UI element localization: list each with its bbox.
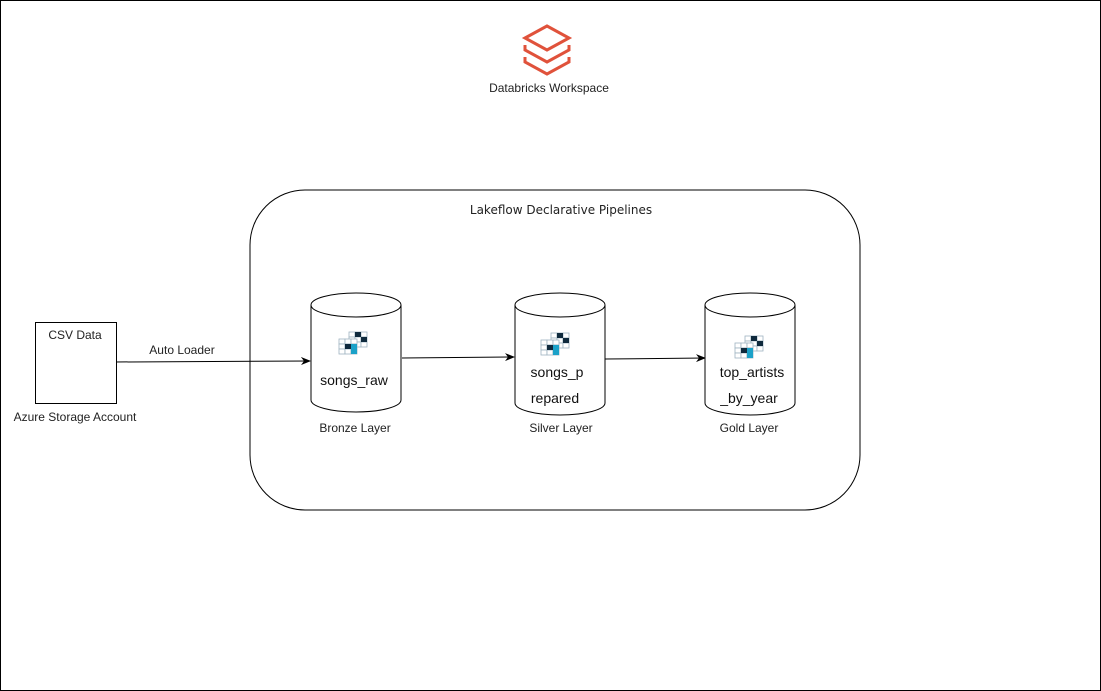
table-name-gold-line2: _by_year — [720, 390, 778, 406]
workspace-label: Databricks Workspace — [489, 81, 609, 95]
edge-auto-loader — [114, 357, 311, 366]
source-node[interactable] — [35, 322, 117, 404]
cylinder-gold[interactable] — [704, 292, 796, 416]
layer-caption-gold: Gold Layer — [719, 421, 779, 435]
table-name-gold-line1: top_artists — [719, 364, 785, 380]
edge-silver-to-gold — [604, 354, 706, 363]
layer-caption-bronze: Bronze Layer — [319, 421, 391, 435]
cylinder-silver[interactable] — [514, 292, 606, 416]
table-name-bronze: songs_raw — [320, 372, 388, 388]
table-name-silver-line1: songs_p — [530, 364, 584, 380]
source-caption: Azure Storage Account — [13, 410, 137, 424]
pipeline-group-container — [249, 189, 861, 511]
table-name-silver-line2: repared — [530, 390, 580, 406]
cylinder-bronze[interactable] — [310, 292, 402, 413]
edge-bronze-to-silver — [401, 353, 515, 362]
databricks-logo-icon — [521, 24, 573, 76]
layer-caption-silver: Silver Layer — [529, 421, 593, 435]
pipeline-group-title: Lakeflow Declarative Pipelines — [469, 203, 653, 217]
edge-label-auto-loader: Auto Loader — [149, 343, 215, 357]
source-title: CSV Data — [48, 328, 102, 342]
